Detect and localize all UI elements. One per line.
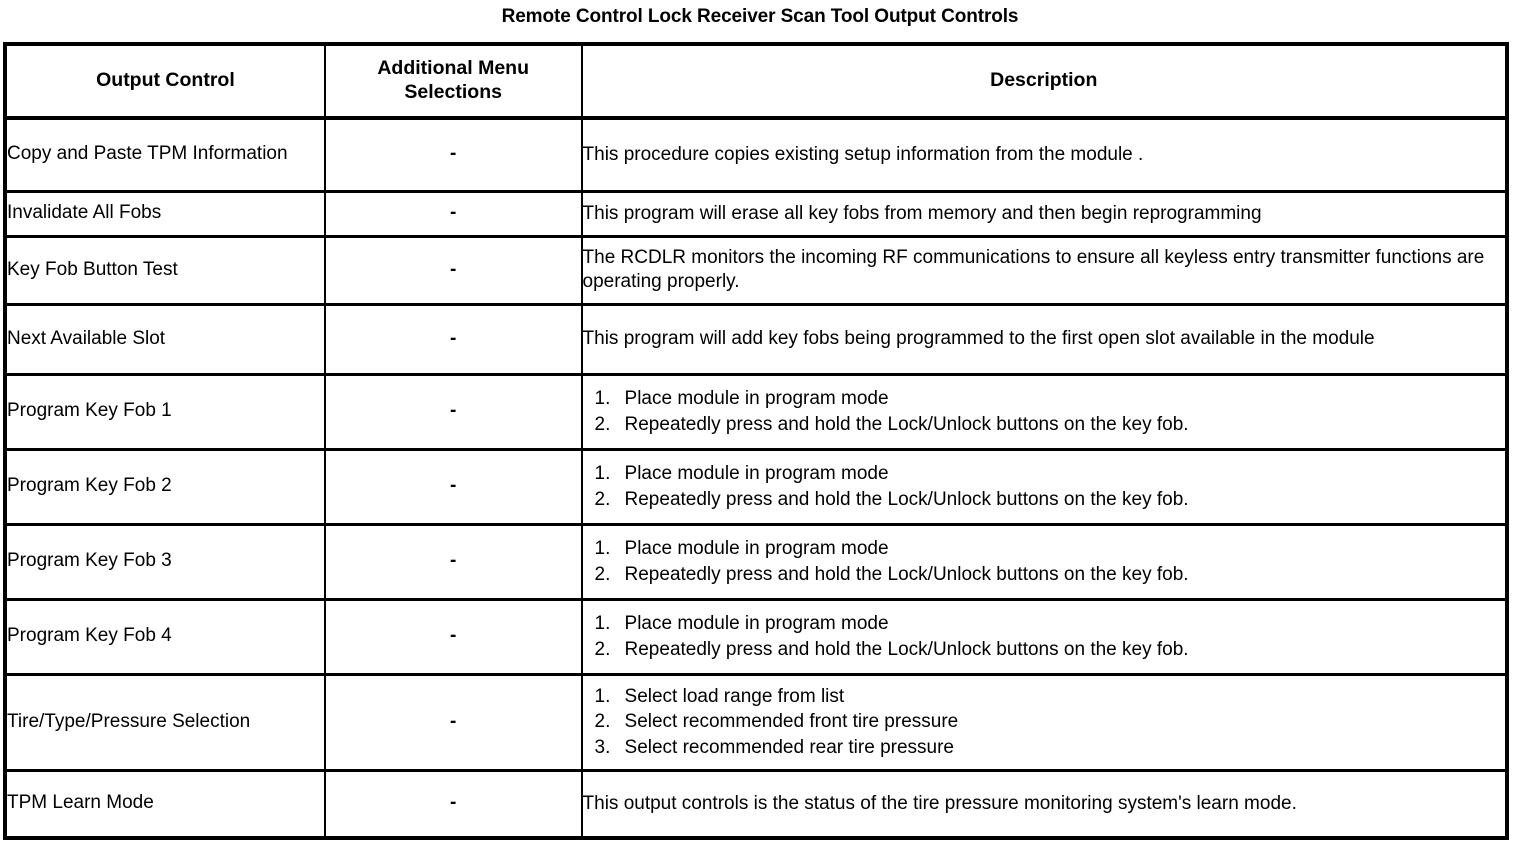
list-item-text: Select recommended rear tire pressure	[624, 736, 954, 758]
table-row: TPM Learn Mode - This output controls is…	[5, 770, 1507, 838]
cell-additional-menu-selections: -	[324, 524, 583, 601]
list-item-text: Place module in program mode	[624, 538, 889, 560]
column-header-line-2: Selections	[404, 81, 502, 103]
list-item-number: 1.	[594, 613, 611, 635]
output-controls-table: Output Control Additional Menu Selection…	[3, 42, 1509, 840]
list-item-number: 2.	[594, 488, 611, 510]
cell-description: 1. Place module in program mode 2. Repeate…	[581, 599, 1507, 676]
list-item-text: Repeatedly press and hold the Lock/Unloc…	[624, 638, 1189, 660]
column-header-output-control: Output Control	[5, 44, 326, 120]
cell-output-control: Program Key Fob 3	[5, 524, 326, 601]
list-item-text: Place module in program mode	[624, 613, 889, 635]
list-item: 1. Place module in program mode	[583, 386, 1505, 411]
cell-additional-menu-selections: -	[324, 374, 583, 451]
cell-description: This program will erase all key fobs fro…	[581, 191, 1507, 238]
cell-additional-menu-selections: -	[324, 449, 583, 526]
description-paragraph: This program will add key fobs being pro…	[582, 328, 1375, 350]
list-item-number: 2.	[594, 413, 611, 435]
column-header-description: Description	[581, 44, 1507, 120]
description-step-list: 1. Place module in program mode 2. Repeate…	[583, 536, 1505, 587]
cell-description: This program will add key fobs being pro…	[581, 304, 1507, 376]
table-row: Key Fob Button Test - The RCDLR monitors…	[5, 236, 1507, 306]
cell-additional-menu-selections: -	[324, 118, 583, 193]
table-row: Program Key Fob 4 - 1. Place module in pr…	[5, 599, 1507, 676]
description-paragraph: This output controls is the status of th…	[582, 792, 1297, 814]
list-item-number: 2.	[594, 711, 611, 733]
cell-additional-menu-selections: -	[324, 599, 583, 676]
column-header-line-1: Additional Menu	[377, 57, 529, 80]
list-item-text: Repeatedly press and hold the Lock/Unloc…	[624, 413, 1189, 435]
table-header-row: Output Control Additional Menu Selection…	[5, 44, 1507, 120]
list-item-text: Place module in program mode	[624, 463, 889, 485]
cell-output-control: Program Key Fob 4	[5, 599, 326, 676]
table-row: Next Available Slot - This program will …	[5, 304, 1507, 376]
table-row: Invalidate All Fobs - This program will …	[5, 191, 1507, 238]
list-item-number: 1.	[594, 388, 611, 410]
cell-output-control: TPM Learn Mode	[5, 770, 326, 838]
cell-description: 1. Place module in program mode 2. Repeate…	[581, 449, 1507, 526]
list-item-number: 3.	[594, 736, 611, 758]
cell-output-control: Key Fob Button Test	[5, 236, 326, 306]
cell-additional-menu-selections: -	[324, 674, 583, 772]
cell-additional-menu-selections: -	[324, 304, 583, 376]
list-item: 2. Repeatedly press and hold the Lock/Unl…	[583, 487, 1505, 512]
cell-description: 1. Place module in program mode 2. Repeate…	[581, 524, 1507, 601]
description-paragraph: The RCDLR monitors the incoming RF commu…	[582, 247, 1485, 292]
list-item-number: 1.	[594, 538, 611, 560]
cell-description: 1. Select load range from list 2. Select r…	[581, 674, 1507, 772]
cell-output-control: Next Available Slot	[5, 304, 326, 376]
list-item: 2. Repeatedly press and hold the Lock/Unl…	[583, 637, 1505, 662]
list-item-text: Repeatedly press and hold the Lock/Unloc…	[624, 563, 1189, 585]
list-item-text: Repeatedly press and hold the Lock/Unloc…	[624, 488, 1189, 510]
page-title: Remote Control Lock Receiver Scan Tool O…	[501, 6, 1019, 27]
list-item: 1. Select load range from list	[583, 684, 1505, 709]
cell-output-control: Copy and Paste TPM Information	[5, 118, 326, 193]
description-step-list: 1. Place module in program mode 2. Repeate…	[583, 611, 1505, 662]
cell-output-control: Tire/Type/Pressure Selection	[5, 674, 326, 772]
list-item-text: Select load range from list	[624, 685, 845, 707]
table-body: Copy and Paste TPM Information - This pr…	[5, 118, 1507, 838]
cell-additional-menu-selections: -	[324, 236, 583, 306]
cell-output-control: Invalidate All Fobs	[5, 191, 326, 238]
cell-output-control: Program Key Fob 1	[5, 374, 326, 451]
cell-description: This output controls is the status of th…	[582, 770, 1507, 838]
list-item: 2. Repeatedly press and hold the Lock/Unl…	[583, 562, 1505, 587]
description-paragraph: This program will erase all key fobs fro…	[582, 202, 1262, 224]
description-step-list: 1. Select load range from list 2. Select r…	[583, 684, 1505, 760]
list-item: 1. Place module in program mode	[583, 461, 1505, 486]
list-item: 3. Select recommended rear tire pressure	[583, 735, 1505, 760]
list-item-number: 2.	[594, 638, 611, 660]
list-item: 1. Place module in program mode	[583, 611, 1505, 636]
list-item-text: Place module in program mode	[624, 388, 889, 410]
table-row: Program Key Fob 3 - 1. Place module in pr…	[5, 524, 1507, 601]
list-item-number: 1.	[594, 685, 611, 707]
table-header: Output Control Additional Menu Selection…	[5, 44, 1507, 120]
list-item: 2. Repeatedly press and hold the Lock/Unl…	[583, 412, 1505, 437]
list-item-number: 2.	[594, 563, 611, 585]
cell-description: This procedure copies existing setup inf…	[581, 118, 1507, 193]
list-item: 1. Place module in program mode	[583, 536, 1505, 561]
cell-output-control: Program Key Fob 2	[5, 449, 326, 526]
list-item-number: 1.	[594, 463, 611, 485]
table-row: Program Key Fob 2 - 1. Place module in pr…	[5, 449, 1507, 526]
table-row: Program Key Fob 1 - 1. Place module in pr…	[5, 374, 1507, 451]
table-row: Copy and Paste TPM Information - This pr…	[5, 118, 1507, 193]
cell-additional-menu-selections: -	[324, 770, 583, 838]
cell-additional-menu-selections: -	[324, 191, 583, 238]
output-controls-table-wrapper: Output Control Additional Menu Selection…	[3, 42, 1509, 840]
description-paragraph: This procedure copies existing setup inf…	[582, 143, 1144, 165]
list-item-text: Select recommended front tire pressure	[624, 711, 959, 733]
description-step-list: 1. Place module in program mode 2. Repeate…	[583, 461, 1505, 512]
description-step-list: 1. Place module in program mode 2. Repeate…	[583, 386, 1505, 437]
cell-description: 1. Place module in program mode 2. Repeate…	[581, 374, 1507, 451]
cell-description: The RCDLR monitors the incoming RF commu…	[581, 236, 1507, 306]
column-header-additional-menu-selections: Additional Menu Selections	[324, 44, 583, 120]
table-row: Tire/Type/Pressure Selection - 1. Select …	[5, 674, 1507, 772]
list-item: 2. Select recommended front tire pressure	[583, 709, 1505, 734]
